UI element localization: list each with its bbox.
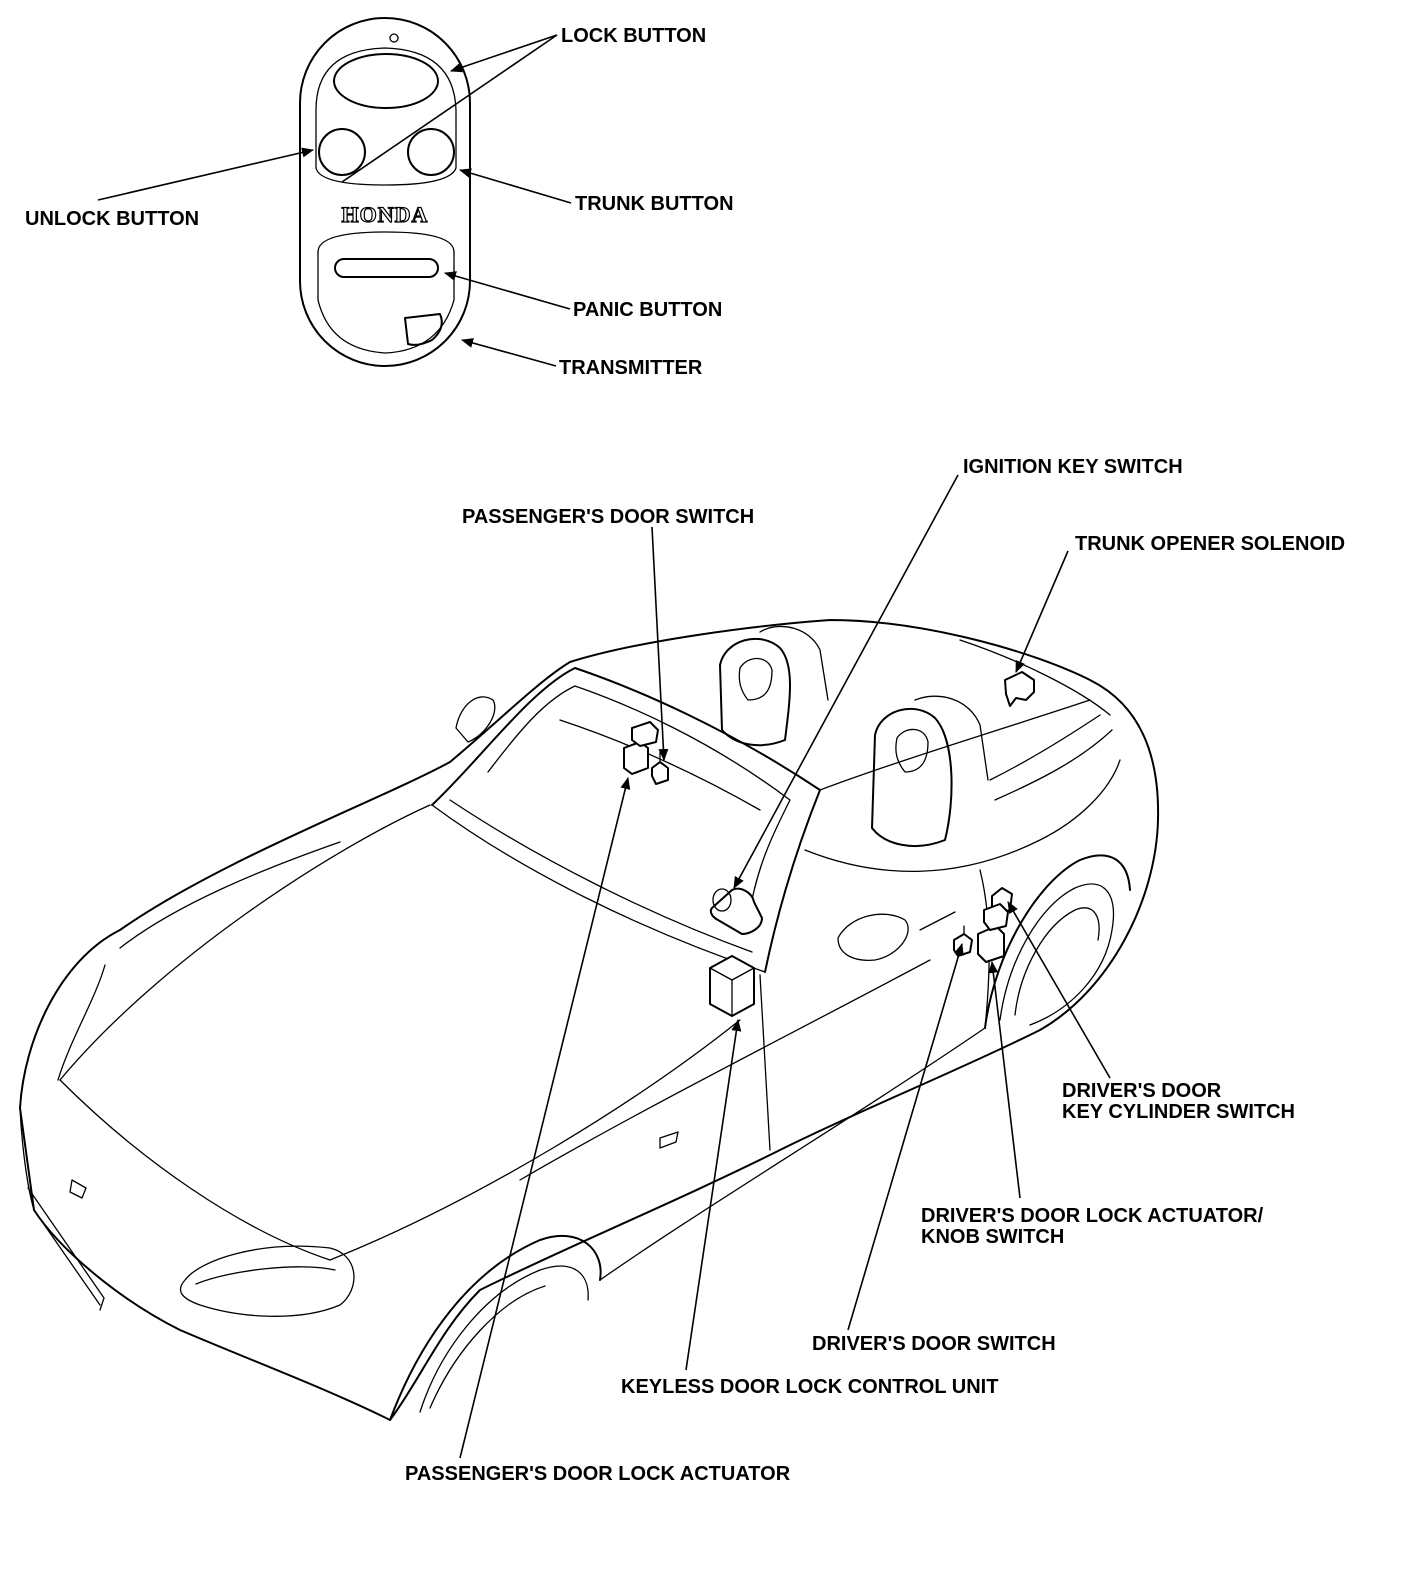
- transmitter-fob: HONDA: [97, 17, 572, 367]
- control-unit-label: KEYLESS DOOR LOCK CONTROL UNIT: [621, 1376, 998, 1398]
- key-slot: [404, 313, 443, 346]
- driver-door-switch-label: DRIVER'S DOOR SWITCH: [812, 1333, 1056, 1355]
- driver-key-cylinder-label-line1: DRIVER'S DOOR: [1062, 1080, 1222, 1102]
- lock-button-label: LOCK BUTTON: [561, 25, 706, 47]
- honda-logo: HONDA: [342, 202, 429, 227]
- keyless-door-lock-control-unit: [709, 955, 755, 1017]
- driver-key-cylinder-label-line2: KEY CYLINDER SWITCH: [1062, 1101, 1295, 1123]
- transmitter-label: TRANSMITTER: [559, 357, 703, 379]
- car-leaders: [459, 474, 1111, 1459]
- unlock-button[interactable]: [318, 128, 366, 176]
- driver-door-switch: [953, 925, 973, 957]
- driver-lock-actuator-label-line1: DRIVER'S DOOR LOCK ACTUATOR/: [921, 1205, 1264, 1227]
- ignition-key-switch: [709, 887, 763, 935]
- panic-button-label: PANIC BUTTON: [573, 299, 722, 321]
- driver-lock-actuator-label-line2: KNOB SWITCH: [921, 1226, 1064, 1248]
- car-outline: [19, 619, 1160, 1421]
- passenger-lock-actuator-label: PASSENGER'S DOOR LOCK ACTUATOR: [405, 1463, 791, 1485]
- ignition-key-switch-label: IGNITION KEY SWITCH: [963, 456, 1183, 478]
- unlock-button-label: UNLOCK BUTTON: [25, 208, 199, 230]
- trunk-opener-solenoid: [1004, 671, 1035, 707]
- passenger-door-lock-actuator: [623, 721, 659, 775]
- trunk-button[interactable]: [407, 128, 455, 176]
- trunk-button-label: TRUNK BUTTON: [575, 193, 734, 215]
- passenger-door-switch-label: PASSENGER'S DOOR SWITCH: [462, 506, 754, 528]
- lock-button[interactable]: [333, 53, 439, 109]
- trunk-opener-solenoid-label: TRUNK OPENER SOLENOID: [1075, 533, 1345, 555]
- panic-button[interactable]: [334, 258, 439, 278]
- driver-door-lock-actuator: [977, 903, 1009, 963]
